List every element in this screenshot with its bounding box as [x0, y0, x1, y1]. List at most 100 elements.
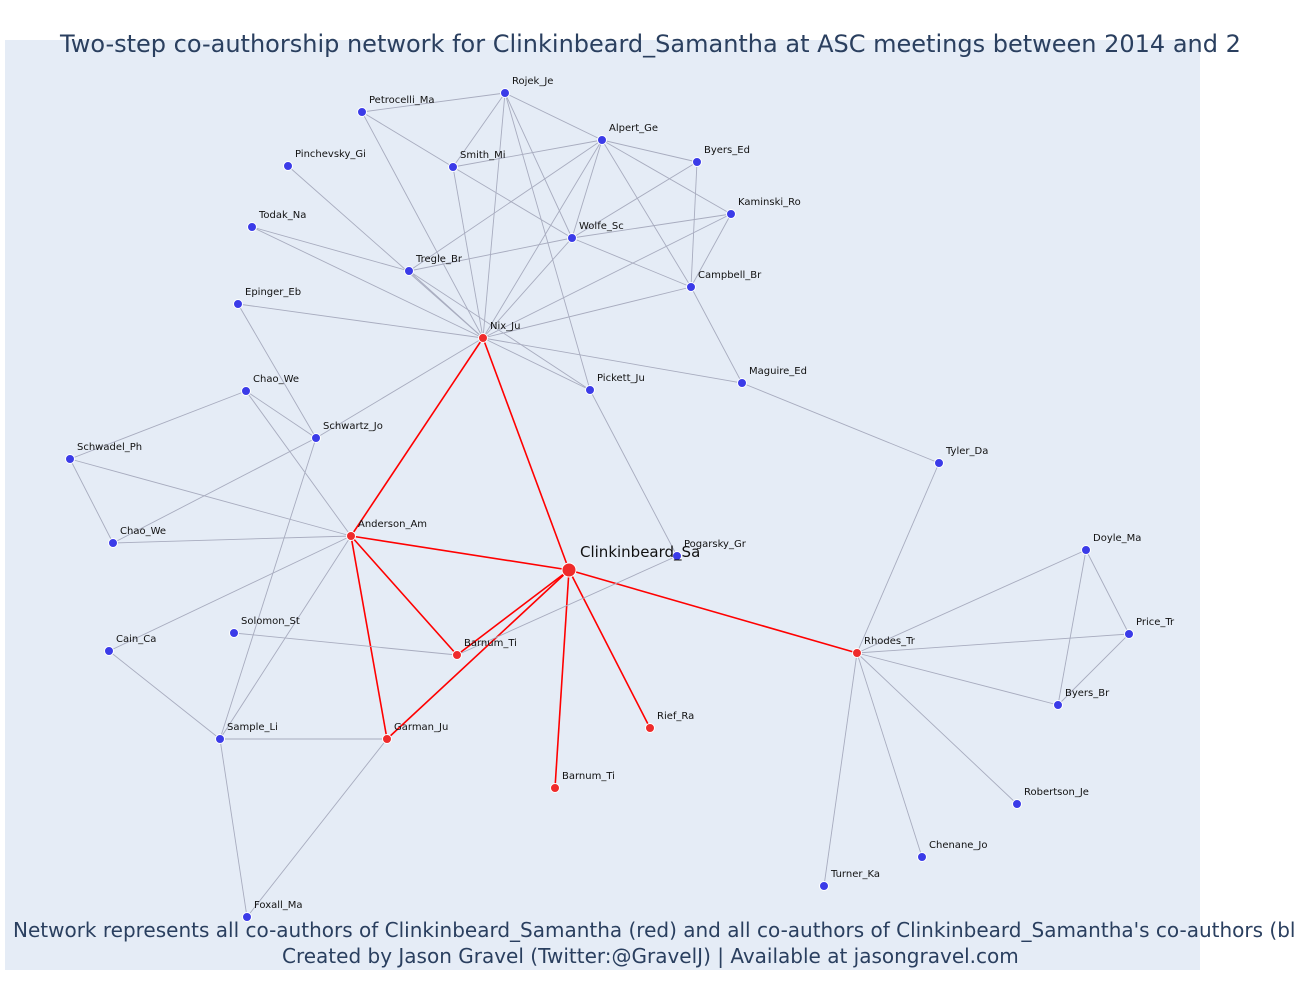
node-todak[interactable]: [247, 222, 257, 232]
node-anderson[interactable]: [346, 531, 356, 541]
node-kaminski[interactable]: [726, 209, 736, 219]
node-tregle[interactable]: [404, 266, 414, 276]
nodes-layer: [65, 88, 1134, 922]
edge-alpert-campbell: [601, 139, 692, 288]
edge-pickett-pogarsky: [589, 389, 678, 557]
node-robertson[interactable]: [1012, 799, 1022, 809]
node-label-barnum2: Barnum_Ti: [562, 771, 615, 782]
edge-wolfe-campbell: [571, 237, 692, 288]
node-label-alpert: Alpert_Ge: [609, 123, 658, 134]
node-doyle[interactable]: [1081, 545, 1091, 555]
node-pickett[interactable]: [585, 385, 595, 395]
node-rhodes[interactable]: [852, 648, 862, 658]
node-label-sample: Sample_Li: [227, 722, 278, 733]
edge-kaminski-campbell: [690, 213, 732, 288]
edge-smith-nix: [452, 166, 484, 339]
edge-clinkinbeard-barnum2: [554, 569, 570, 789]
node-label-pogarsky: Pogarsky_Gr: [684, 539, 747, 550]
node-garman[interactable]: [382, 734, 392, 744]
edge-rhodes-price: [856, 633, 1130, 654]
node-label-chao1: Chao_We: [253, 374, 299, 385]
node-schwadel[interactable]: [65, 454, 75, 464]
node-maguire[interactable]: [737, 378, 747, 388]
edge-solomon-barnum1: [233, 632, 458, 656]
edge-cain-sample: [108, 650, 221, 740]
node-petrocelli[interactable]: [357, 107, 367, 117]
node-barnum2[interactable]: [550, 783, 560, 793]
edge-wolfe-tregle: [408, 237, 573, 272]
node-solomon[interactable]: [229, 628, 239, 638]
node-sample[interactable]: [215, 734, 225, 744]
node-chenane[interactable]: [917, 852, 927, 862]
node-wolfe[interactable]: [567, 233, 577, 243]
node-byers_br[interactable]: [1053, 700, 1063, 710]
node-rojek[interactable]: [500, 88, 510, 98]
node-alpert[interactable]: [597, 135, 607, 145]
edge-todak-nix: [251, 226, 484, 339]
node-label-chao2: Chao_We: [120, 526, 166, 537]
labels-layer: Clinkinbeard_SaNix_JuAnderson_AmBarnum_T…: [77, 76, 1175, 911]
node-label-pinchevsky: Pinchevsky_Gi: [295, 149, 366, 160]
edge-byers_ed-campbell: [690, 161, 698, 288]
edge-campbell-nix: [482, 286, 692, 339]
node-label-byers_ed: Byers_Ed: [704, 145, 750, 156]
node-rief[interactable]: [645, 723, 655, 733]
edge-kaminski-wolfe: [571, 213, 732, 239]
node-pinchevsky[interactable]: [283, 161, 293, 171]
footer-description: Network represents all co-authors of Cli…: [13, 918, 1295, 942]
node-label-kaminski: Kaminski_Ro: [738, 197, 801, 208]
edge-rhodes-robertson: [856, 652, 1018, 805]
node-tyler[interactable]: [934, 458, 944, 468]
node-byers_ed[interactable]: [692, 157, 702, 167]
edge-anderson-barnum1: [350, 535, 458, 656]
edge-clinkinbeard-barnum1: [456, 569, 570, 656]
edge-petrocelli-nix: [361, 111, 484, 339]
node-label-barnum1: Barnum_Ti: [464, 638, 517, 649]
node-turner[interactable]: [819, 881, 829, 891]
edge-nix-pickett: [482, 337, 591, 391]
edge-clinkinbeard-nix: [482, 337, 570, 571]
edge-rojek-pickett: [504, 92, 591, 391]
node-clinkinbeard[interactable]: [561, 562, 577, 578]
footer-credit: Created by Jason Gravel (Twitter:@Gravel…: [282, 944, 1019, 968]
node-schwartz[interactable]: [311, 433, 321, 443]
node-smith[interactable]: [448, 162, 458, 172]
edge-doyle-price: [1085, 549, 1130, 635]
node-chao2[interactable]: [108, 538, 118, 548]
edge-anderson-garman: [350, 535, 388, 740]
figure: Two-step co-authorship network for Clink…: [5, 30, 1295, 970]
edge-maguire-tyler: [741, 382, 940, 464]
node-label-campbell: Campbell_Br: [698, 270, 762, 281]
network-graph: Clinkinbeard_SaNix_JuAnderson_AmBarnum_T…: [65, 76, 1175, 922]
node-cain[interactable]: [104, 646, 114, 656]
node-barnum1[interactable]: [452, 650, 462, 660]
edge-nix-schwartz: [315, 337, 484, 439]
edge-chao1-schwartz: [245, 390, 317, 439]
node-pogarsky[interactable]: [672, 551, 682, 561]
node-chao1[interactable]: [241, 386, 251, 396]
edge-barnum1-pogarsky: [456, 555, 678, 656]
edge-nix-anderson: [350, 337, 484, 537]
node-label-rief: Rief_Ra: [657, 711, 694, 722]
edge-alpert-byers_ed: [601, 139, 698, 163]
edge-rojek-alpert: [504, 92, 603, 141]
edge-garman-foxall: [246, 738, 388, 918]
node-label-pickett: Pickett_Ju: [597, 373, 645, 384]
node-epinger[interactable]: [233, 299, 243, 309]
node-label-schwadel: Schwadel_Ph: [77, 442, 142, 453]
node-label-clinkinbeard: Clinkinbeard_Sa: [580, 543, 700, 562]
edge-kaminski-nix: [482, 213, 732, 339]
node-label-nix: Nix_Ju: [490, 321, 520, 332]
node-campbell[interactable]: [686, 282, 696, 292]
node-label-foxall: Foxall_Ma: [254, 900, 303, 911]
node-label-wolfe: Wolfe_Sc: [579, 221, 624, 232]
node-label-garman: Garman_Ju: [394, 722, 448, 733]
edge-epinger-schwartz: [237, 303, 317, 439]
node-foxall[interactable]: [242, 912, 252, 922]
edge-chao1-anderson: [245, 390, 352, 537]
edge-smith-wolfe: [452, 166, 573, 239]
edge-rhodes-doyle: [856, 549, 1087, 654]
node-price[interactable]: [1124, 629, 1134, 639]
node-nix[interactable]: [478, 333, 488, 343]
edge-tyler-rhodes: [856, 462, 940, 654]
